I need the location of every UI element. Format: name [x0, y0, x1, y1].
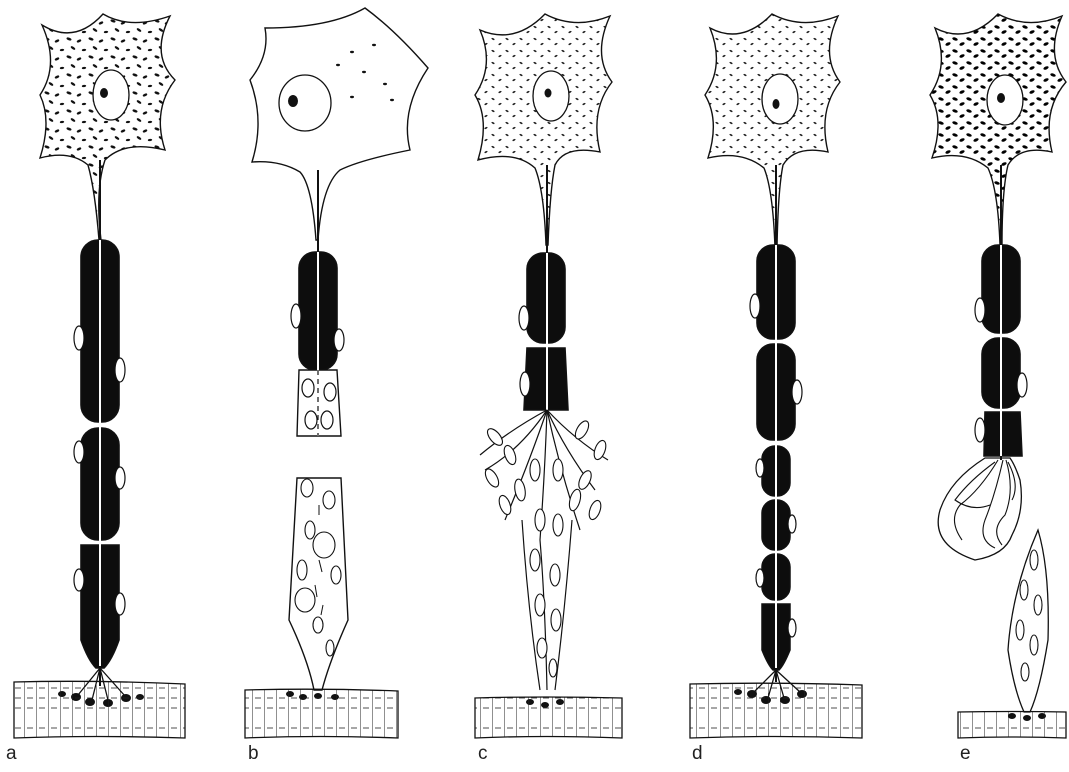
nucleolus [288, 95, 298, 107]
panel-label-d: d [692, 743, 703, 765]
nucleus [762, 74, 798, 124]
panel-label-c: c [478, 743, 488, 765]
nucleolus [773, 99, 780, 109]
distal-degenerating-segment [289, 478, 348, 690]
muscle-fiber [245, 689, 398, 738]
panel-a-normal-neuron [14, 14, 185, 738]
nucleus [279, 75, 331, 131]
panel-label-e: e [960, 743, 971, 765]
neuron-cell-body [250, 8, 428, 240]
neuron-cell-body [930, 14, 1066, 245]
distal-schwann-column [1008, 530, 1048, 712]
muscle-fiber [14, 681, 185, 738]
neuroma-tangle [938, 458, 1021, 560]
band-of-bungner [522, 520, 572, 690]
muscle-fiber [958, 712, 1066, 739]
nucleolus [997, 93, 1005, 103]
nucleus [93, 70, 129, 120]
nucleus [533, 71, 569, 121]
proximal-myelin [975, 245, 1027, 456]
nucleolus [100, 88, 108, 98]
neuron-cell-body [475, 14, 612, 245]
nucleus [987, 75, 1023, 125]
panel-label-a: a [6, 743, 17, 765]
nucleolus [545, 89, 552, 98]
panel-e-neuroma [930, 14, 1066, 738]
proximal-myelin [519, 253, 568, 410]
neuron-cell-body [40, 14, 175, 240]
muscle-fiber [690, 683, 862, 738]
panel-d-regenerated-neuron [690, 14, 862, 738]
panel-c-regenerating-neuron [475, 14, 622, 738]
myelin-internodes [81, 240, 119, 668]
muscle-fiber [475, 697, 622, 738]
panel-label-b: b [248, 743, 259, 765]
myelin-internodes [757, 245, 795, 670]
neuron-cell-body [705, 14, 840, 248]
panel-b-degenerating-neuron [245, 8, 428, 738]
